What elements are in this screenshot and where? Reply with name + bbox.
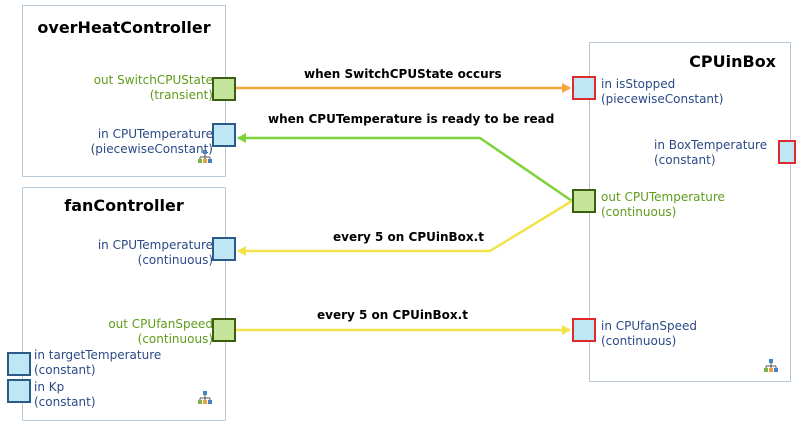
cpu-boxtemperature-in-port[interactable] <box>778 140 796 164</box>
connection-every5-temp-line[interactable] <box>237 199 573 256</box>
hierarchy-icon <box>764 359 778 372</box>
cpu-in-boxtemp-label: in BoxTemperature (constant) <box>654 138 768 167</box>
connection-every5-fan-label: every 5 on CPUinBox.t <box>317 308 468 322</box>
overheat-out-label: out SwitchCPUState (transient) <box>93 73 213 102</box>
overheat-controller-title: overHeatController <box>37 18 211 37</box>
hierarchy-icon <box>198 150 212 163</box>
fan-kp-in-port[interactable] <box>7 379 31 403</box>
overheat-cputemperature-in-port[interactable] <box>212 123 236 147</box>
cpu-isstopped-in-port[interactable] <box>572 76 596 100</box>
connection-switch-label: when SwitchCPUState occurs <box>304 67 502 81</box>
connection-temp-ready-label: when CPUTemperature is ready to be read <box>268 112 555 126</box>
cpuinbox-title: CPUinBox <box>689 52 776 71</box>
cpu-cputemperature-out-port[interactable] <box>572 189 596 213</box>
hierarchy-icon <box>198 391 212 404</box>
fan-cputemperature-in-port[interactable] <box>212 237 236 261</box>
overheat-switchcpustate-out-port[interactable] <box>212 77 236 101</box>
overheat-controller-block[interactable]: overHeatController out SwitchCPUState (t… <box>22 5 226 177</box>
fan-controller-title: fanController <box>64 196 184 215</box>
cpu-cpufanspeed-in-port[interactable] <box>572 318 596 342</box>
fan-out-speed-label: out CPUfanSpeed (continuous) <box>108 317 213 346</box>
fan-cpufanspeed-out-port[interactable] <box>212 318 236 342</box>
fan-targettemperature-in-port[interactable] <box>7 352 31 376</box>
overheat-in-label: in CPUTemperature (piecewiseConstant) <box>90 127 213 156</box>
fan-controller-block[interactable]: fanController in CPUTemperature (continu… <box>22 187 226 421</box>
cpu-in-stopped-label: in isStopped (piecewiseConstant) <box>601 77 724 106</box>
fan-in-kp-label: in Kp (constant) <box>34 380 96 409</box>
connection-temp-ready-line[interactable] <box>237 133 573 203</box>
cpuinbox-block[interactable]: CPUinBox in isStopped (piecewiseConstant… <box>589 42 791 382</box>
connection-every5-temp-label: every 5 on CPUinBox.t <box>333 230 484 244</box>
cpu-out-temp-label: out CPUTemperature (continuous) <box>601 190 725 219</box>
fan-in-target-label: in targetTemperature (constant) <box>34 348 162 377</box>
fan-in-cputemp-label: in CPUTemperature (continuous) <box>97 238 213 267</box>
cpu-in-fanspeed-label: in CPUfanSpeed (continuous) <box>601 319 697 348</box>
